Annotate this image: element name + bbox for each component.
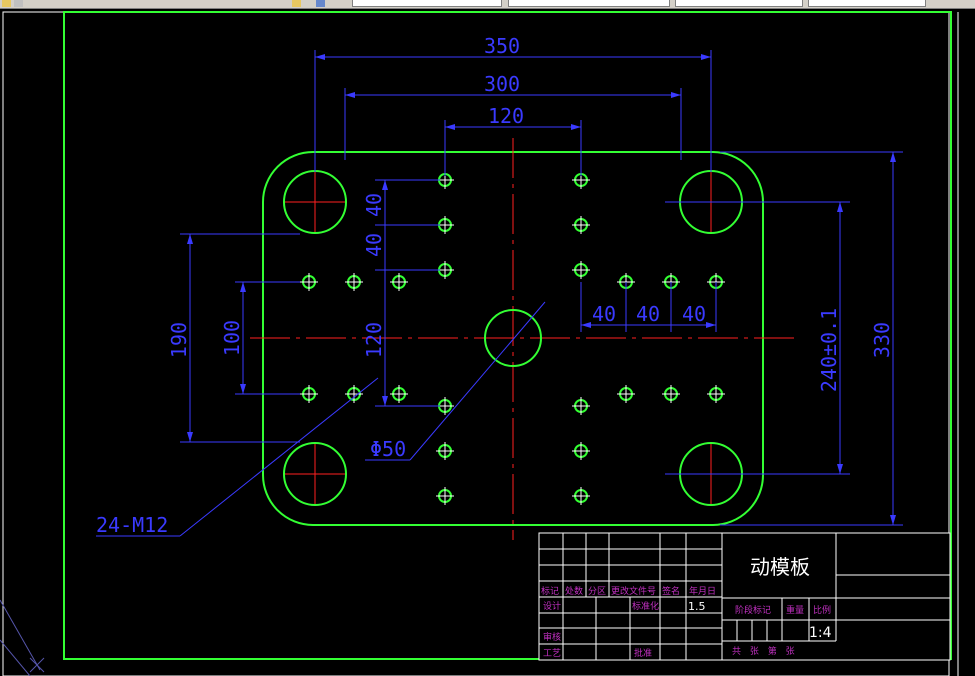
weight-label: 重量	[786, 604, 804, 616]
center-lines	[250, 138, 800, 540]
m12-hole	[300, 273, 318, 291]
dim-40-c: 40	[682, 302, 706, 326]
dim-330: 330	[870, 322, 894, 358]
dim-100: 100	[220, 320, 244, 356]
part-name: 动模板	[750, 555, 810, 579]
color-dropdown[interactable]	[508, 0, 670, 7]
m12-hole	[572, 442, 590, 460]
dim-300: 300	[484, 72, 520, 96]
m12-hole	[345, 273, 363, 291]
m12-hole	[345, 385, 363, 403]
dim-240: 240±0.1	[817, 308, 841, 392]
header-mark: 标记	[541, 585, 559, 597]
dim-40-a: 40	[592, 302, 616, 326]
layer-dropdown[interactable]	[352, 0, 502, 7]
ucs-icon	[0, 599, 45, 676]
dimension-lines	[96, 50, 903, 537]
m12-hole	[300, 385, 318, 403]
value-15: 1.5	[688, 600, 706, 613]
dim-190: 190	[167, 322, 191, 358]
dim-phi50: Φ50	[370, 437, 406, 461]
m12-hole	[617, 385, 635, 403]
scale-value: 1:4	[809, 625, 832, 641]
dimension-arrows	[187, 54, 896, 525]
stage-mark-label: 阶段标记	[735, 604, 771, 616]
scale-label: 比例	[813, 604, 831, 616]
drawing-frame	[63, 11, 952, 660]
m12-hole	[707, 385, 725, 403]
dim-120-top: 120	[488, 104, 524, 128]
m12-hole	[572, 216, 590, 234]
m12-hole	[436, 442, 454, 460]
m12-hole	[572, 397, 590, 415]
m12-hole	[572, 261, 590, 279]
header-change-doc: 更改文件号	[611, 585, 656, 597]
row-approve: 批准	[634, 647, 652, 659]
linetype-dropdown[interactable]	[675, 0, 803, 7]
header-count: 处数	[565, 585, 583, 597]
properties-icon[interactable]	[292, 0, 301, 7]
dim-40-b: 40	[636, 302, 660, 326]
thread-callout: 24-M12	[96, 513, 168, 537]
header-zone: 分区	[588, 586, 606, 597]
row-process: 工艺	[543, 648, 561, 659]
lineweight-dropdown[interactable]	[808, 0, 926, 7]
sheet-count: 共 张 第 张	[732, 645, 798, 657]
header-signature: 签名	[662, 585, 680, 597]
row-review: 审核	[543, 631, 561, 643]
m12-hole	[436, 487, 454, 505]
dim-40-v1: 40	[362, 193, 386, 217]
dimension-texts: 350 300 120 40 40 40 40 40 120 190 100 2…	[96, 34, 894, 537]
m12-hole	[390, 273, 408, 291]
m12-hole	[572, 487, 590, 505]
row-standardize: 标准化	[632, 600, 659, 612]
dim-120-v: 120	[362, 322, 386, 358]
dim-40-v2: 40	[362, 233, 386, 257]
header-date: 年月日	[689, 585, 716, 597]
open-folder-icon[interactable]	[2, 0, 11, 7]
center-hole	[484, 309, 542, 367]
m12-hole	[662, 385, 680, 403]
layer-icon[interactable]	[14, 0, 23, 7]
title-block: 动模板 标记 处数 分区 更改文件号 签名 年月日 设计 标准化 1.5 审核 …	[538, 532, 951, 661]
toolbar	[0, 0, 975, 9]
dim-350: 350	[484, 34, 520, 58]
row-design: 设计	[543, 600, 561, 612]
cube-icon[interactable]	[316, 0, 325, 7]
m12-hole	[390, 385, 408, 403]
